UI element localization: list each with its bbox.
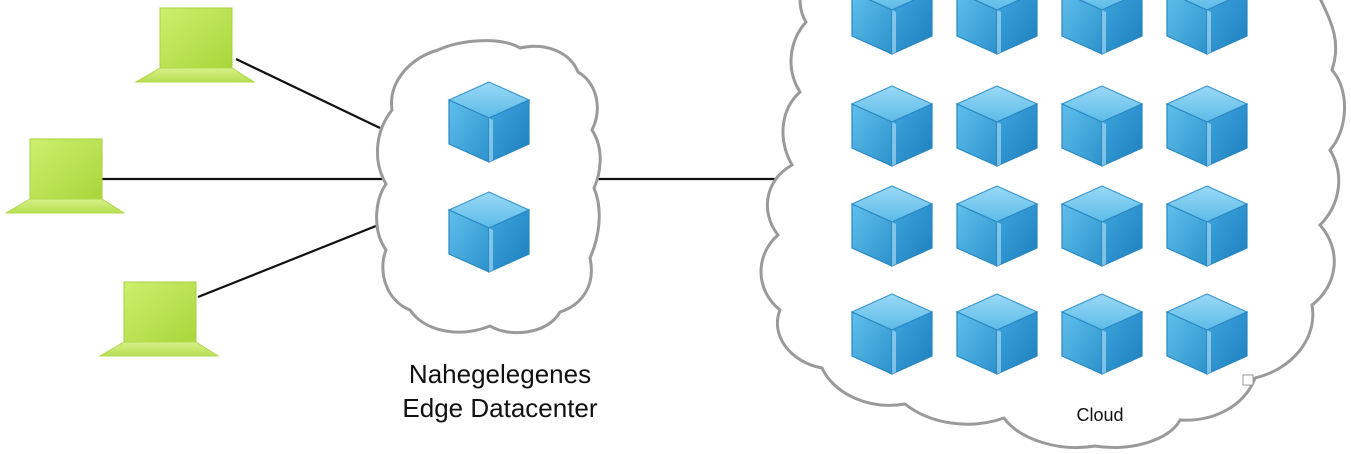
cube-icon — [1061, 85, 1143, 167]
laptop-icon — [5, 138, 125, 214]
corner-marker — [1242, 374, 1254, 386]
cube-icon — [851, 293, 933, 375]
laptop-icon — [99, 281, 219, 357]
cube-icon — [1166, 85, 1248, 167]
cube-icon — [956, 293, 1038, 375]
cube-icon — [1061, 185, 1143, 267]
cloud-label: Cloud — [1076, 405, 1124, 425]
connector-laptop-top — [235, 58, 381, 129]
edge-datacenter-label-line2: Edge Datacenter — [402, 393, 598, 423]
cube-icon — [448, 191, 530, 273]
cube-icon — [448, 81, 530, 163]
cube-icon — [956, 185, 1038, 267]
edge-cloud-icon — [375, 39, 602, 335]
cube-icon — [851, 185, 933, 267]
cube-icon — [1061, 293, 1143, 375]
cube-icon — [851, 85, 933, 167]
edge-datacenter-label-line1: Nahegelegenes — [408, 359, 592, 389]
cube-icon — [1166, 185, 1248, 267]
cube-icon — [1166, 293, 1248, 375]
connector-laptop-bottom — [197, 220, 387, 299]
cube-icon — [956, 85, 1038, 167]
cloud-icon — [759, 0, 1346, 450]
laptop-icon — [135, 7, 255, 83]
